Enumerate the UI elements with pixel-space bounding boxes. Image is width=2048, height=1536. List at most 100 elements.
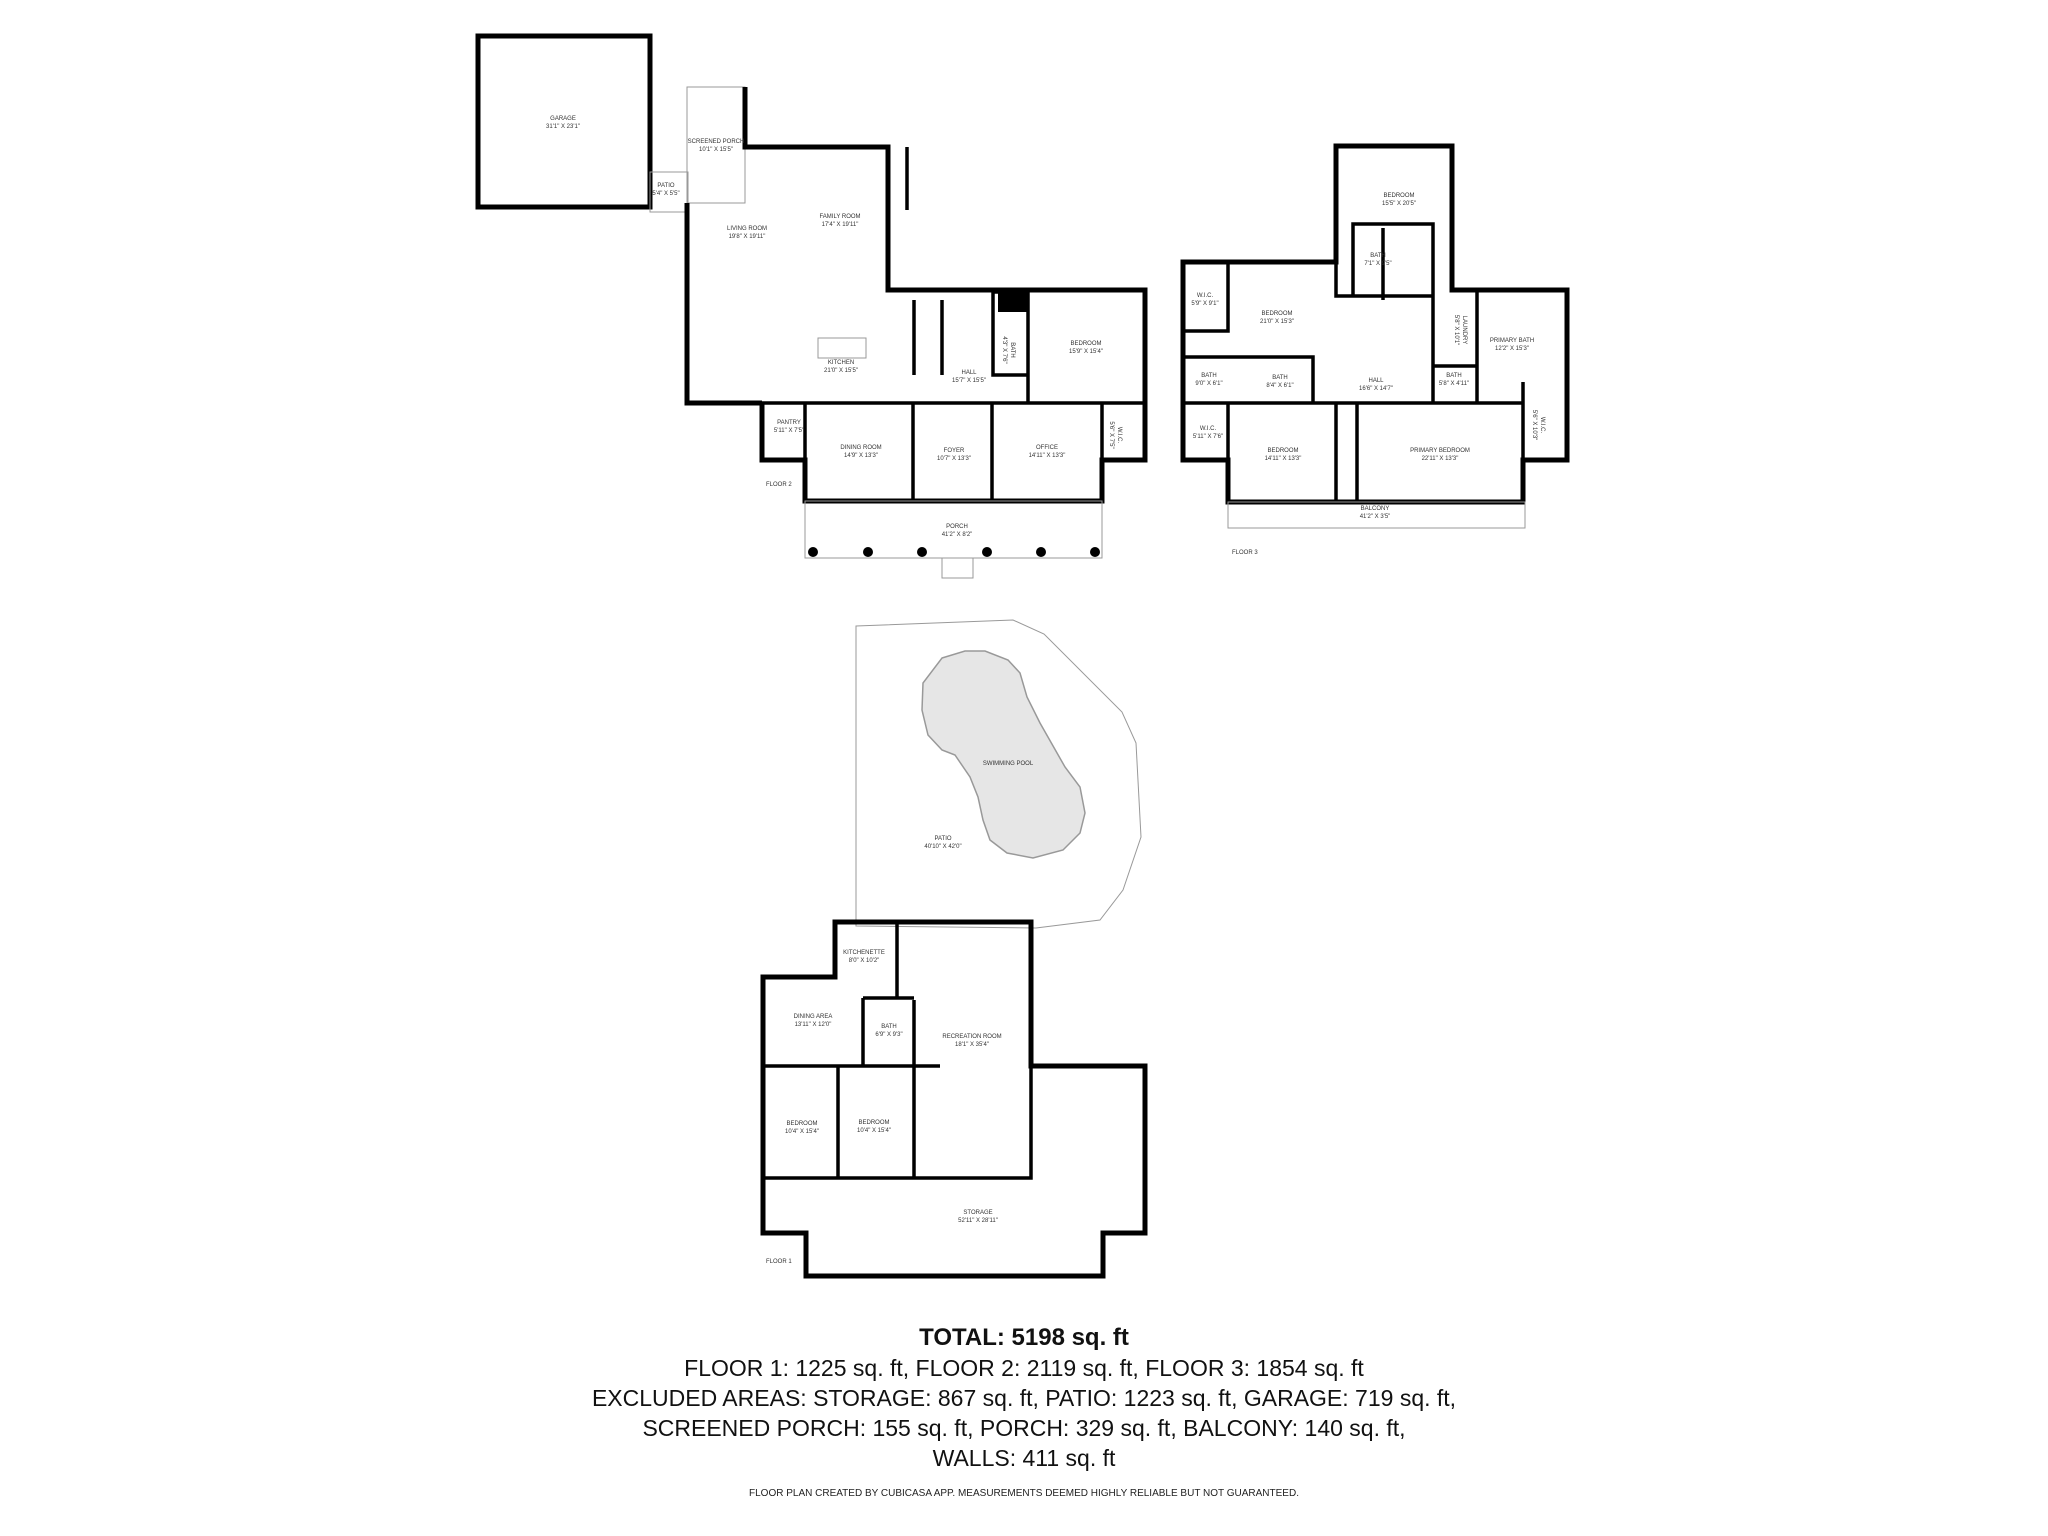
room-name: W.I.C. xyxy=(1116,426,1122,444)
room-dimensions: 17'4" x 19'11" xyxy=(821,222,859,228)
room-label: DINING AREA 13'11" x 12'0" xyxy=(794,1013,833,1029)
room-dimensions: 12'2" x 15'3" xyxy=(1495,346,1529,352)
room-name: BEDROOM xyxy=(786,1121,818,1127)
room-dimensions: 21'0" x 15'5" xyxy=(824,368,858,374)
room-name: FAMILY ROOM xyxy=(819,214,861,220)
room-name: HALL xyxy=(1368,378,1384,384)
room-name: PORCH xyxy=(946,524,968,530)
room-name: RECREATION ROOM xyxy=(942,1034,1002,1040)
floor-3-interior-walls xyxy=(1183,222,1525,504)
floor-1-exterior-walls xyxy=(760,919,1148,1279)
room-dimensions: 10'7" x 13'3" xyxy=(937,456,971,462)
room-name: FOYER xyxy=(943,448,965,454)
excluded-areas-line-2: SCREENED PORCH: 155 sq. ft, PORCH: 329 s… xyxy=(642,1415,1406,1441)
room-name: KITCHENETTE xyxy=(843,950,885,956)
total-area: TOTAL: 5198 sq. ft xyxy=(919,1324,1129,1351)
room-label: BEDROOM 21'0" x 15'3" xyxy=(1260,310,1294,326)
room-dimensions: 6'9" x 9'3" xyxy=(875,1032,903,1038)
room-label: PRIMARY BEDROOM 22'11" x 13'3" xyxy=(1410,447,1470,463)
room-label: DINING ROOM 14'9" x 13'3" xyxy=(840,444,881,460)
room-dimensions: 19'8" x 19'11" xyxy=(728,234,766,240)
room-name: W.I.C. xyxy=(1196,293,1214,299)
floor-areas: FLOOR 1: 1225 sq. ft, FLOOR 2: 2119 sq. … xyxy=(684,1355,1364,1381)
room-dimensions: 5'6" x 10'3" xyxy=(1531,409,1537,441)
walls-area: WALLS: 411 sq. ft xyxy=(932,1445,1116,1471)
room-name: HALL xyxy=(961,370,977,376)
room-label: BATH 6'9" x 9'3" xyxy=(875,1023,902,1039)
room-dimensions: 10'4" x 15'4" xyxy=(857,1128,891,1134)
room-name: BATH xyxy=(1009,342,1015,358)
room-dimensions: 5'8" x 4'11" xyxy=(1438,381,1470,387)
room-dimensions: 9'0" x 6'1" xyxy=(1195,381,1223,387)
room-dimensions: 16'6" x 14'7" xyxy=(1359,386,1393,392)
balcony-outline xyxy=(1227,501,1526,529)
room-label: SWIMMING POOL xyxy=(983,760,1033,768)
room-label: HALL 15'7" x 15'5" xyxy=(952,369,986,385)
room-name: DINING ROOM xyxy=(840,445,882,451)
room-name: PATIO xyxy=(934,836,952,842)
swimming-pool-shape xyxy=(921,650,1086,859)
room-name: DINING AREA xyxy=(793,1014,833,1020)
room-name: STORAGE xyxy=(963,1210,993,1216)
room-label: BEDROOM 15'5" x 20'5" xyxy=(1382,192,1416,208)
room-label: FAMILY ROOM 17'4" x 19'11" xyxy=(819,213,860,229)
room-dimensions: 13'11" x 12'0" xyxy=(794,1022,832,1028)
room-name: SCREENED PORCH xyxy=(687,139,745,145)
room-label: HALL 16'6" x 14'7" xyxy=(1359,377,1393,393)
room-dimensions: 5'11" x 7'5" xyxy=(773,428,805,434)
room-name: BATH xyxy=(881,1024,897,1030)
room-name: BEDROOM xyxy=(1261,311,1293,317)
chimney-block xyxy=(998,292,1028,312)
room-name: BATH xyxy=(1446,373,1462,379)
room-dimensions: 5'4" x 5'5" xyxy=(652,191,680,197)
room-dimensions: 15'5" x 20'5" xyxy=(1382,201,1416,207)
room-label: W.I.C.5'6" x 7'5" xyxy=(1107,421,1123,448)
room-label: BATH 7'1" x 9'5" xyxy=(1364,252,1391,268)
room-label: STORAGE 52'11" x 28'11" xyxy=(958,1209,998,1225)
floor-3-label: FLOOR 3 xyxy=(1232,550,1258,556)
room-dimensions: 41'2" x 3'5" xyxy=(1359,514,1391,520)
disclaimer: FLOOR PLAN CREATED BY CUBICASA APP. MEAS… xyxy=(749,1488,1299,1499)
room-name: LAUNDRY xyxy=(1461,315,1467,345)
patio-outline xyxy=(649,171,689,213)
room-name: SWIMMING POOL xyxy=(982,761,1034,767)
room-dimensions: 21'0" x 15'3" xyxy=(1260,319,1294,325)
floor-3-plan xyxy=(1180,143,1570,529)
excluded-areas-line-1: EXCLUDED AREAS: STORAGE: 867 sq. ft, PAT… xyxy=(591,1385,1457,1411)
room-dimensions: 10'1" x 15'5" xyxy=(699,147,733,153)
room-label: W.I.C.5'6" x 10'3" xyxy=(1530,410,1546,441)
room-dimensions: 15'9" x 15'4" xyxy=(1069,349,1103,355)
room-name: BEDROOM xyxy=(1383,193,1415,199)
room-dimensions: 5'8" x 10'1" xyxy=(1453,314,1459,346)
room-label: KITCHENETTE 8'0" x 10'2" xyxy=(843,949,885,965)
room-label: W.I.C.5'11" x 7'6" xyxy=(1193,425,1223,441)
room-name: PRIMARY BEDROOM xyxy=(1410,448,1470,454)
room-name: BATH xyxy=(1370,253,1386,259)
floor-1-plan xyxy=(760,619,1148,1279)
room-dimensions: 14'9" x 13'3" xyxy=(844,453,878,459)
floor-2-exterior-walls xyxy=(684,87,1148,504)
room-dimensions: 4'3" x 7'6" xyxy=(1001,336,1007,364)
room-label: FOYER 10'7" x 13'3" xyxy=(937,447,971,463)
room-dimensions: 52'11" x 28'11" xyxy=(958,1218,998,1224)
floor-1-label: FLOOR 1 xyxy=(766,1259,792,1265)
patio-outline xyxy=(855,619,1142,929)
room-name: BALCONY xyxy=(1360,506,1390,512)
room-dimensions: 8'0" x 10'2" xyxy=(848,958,880,964)
room-name: W.I.C. xyxy=(1539,416,1545,434)
room-dimensions: 41'2" x 8'2" xyxy=(941,532,973,538)
room-dimensions: 15'7" x 15'5" xyxy=(952,378,986,384)
room-dimensions: 10'4" x 15'4" xyxy=(785,1129,819,1135)
room-dimensions: 22'11" x 13'3" xyxy=(1421,456,1459,462)
area-summary: TOTAL: 5198 sq. ft FLOOR 1: 1225 sq. ft,… xyxy=(0,1323,2048,1473)
room-name: W.I.C. xyxy=(1199,426,1217,432)
room-dimensions: 7'1" x 9'5" xyxy=(1364,261,1392,267)
room-name: GARAGE xyxy=(550,116,576,122)
